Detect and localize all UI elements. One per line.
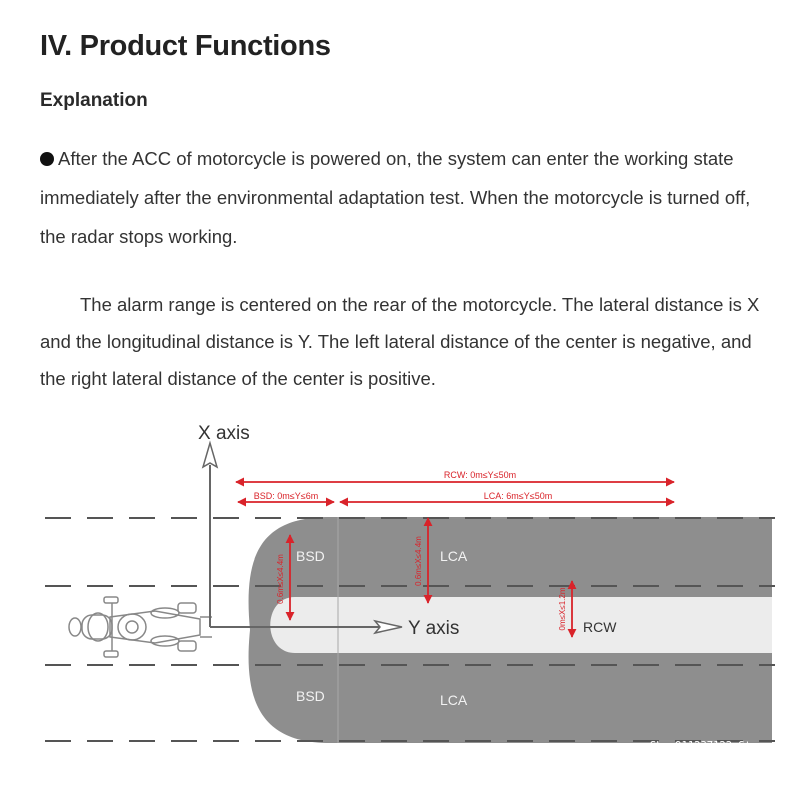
rcw-zone	[270, 597, 772, 653]
bsd-range-label: BSD: 0m≤Y≤6m	[254, 491, 318, 501]
store-watermark: Shop911237122 Store	[649, 740, 770, 752]
motorcycle-icon	[68, 596, 212, 658]
paragraph-acc: After the ACC of motorcycle is powered o…	[40, 139, 780, 256]
zone-label-rcw: RCW	[583, 619, 617, 635]
rcw-range-label: RCW: 0m≤Y≤50m	[444, 470, 516, 480]
bullet-icon	[40, 152, 54, 166]
lca-range-label: LCA: 6m≤Y≤50m	[484, 491, 552, 501]
x-axis-label: X axis	[198, 423, 250, 444]
section-heading: Explanation	[40, 90, 148, 111]
zone-label-bsd-top: BSD	[296, 548, 325, 564]
zone-label-lca-bottom: LCA	[440, 692, 468, 708]
bsd-lateral-label: 0.6m≤X≤4.4m	[276, 554, 285, 604]
rcw-lateral-label: 0m≤X≤1.2m	[558, 587, 567, 630]
paragraph-alarm-range: The alarm range is centered on the rear …	[40, 286, 780, 397]
page-title: IV. Product Functions	[40, 30, 331, 62]
alarm-range-diagram: X axis Y axis RCW: 0m≤Y≤50m BSD: 0m≤Y≤6m…	[45, 423, 775, 743]
y-axis-arrow-icon	[373, 619, 403, 635]
lane-lines	[45, 517, 775, 742]
y-axis-label: Y axis	[408, 618, 459, 639]
x-axis-arrow-icon	[201, 440, 219, 469]
zone-label-lca-top: LCA	[440, 548, 468, 564]
paragraph-acc-text: After the ACC of motorcycle is powered o…	[40, 148, 751, 247]
paragraph-alarm-range-text: The alarm range is centered on the rear …	[40, 294, 760, 389]
lca-lateral-label: 0.6m≤X≤4.4m	[414, 536, 423, 586]
zone-label-bsd-bottom: BSD	[296, 688, 325, 704]
